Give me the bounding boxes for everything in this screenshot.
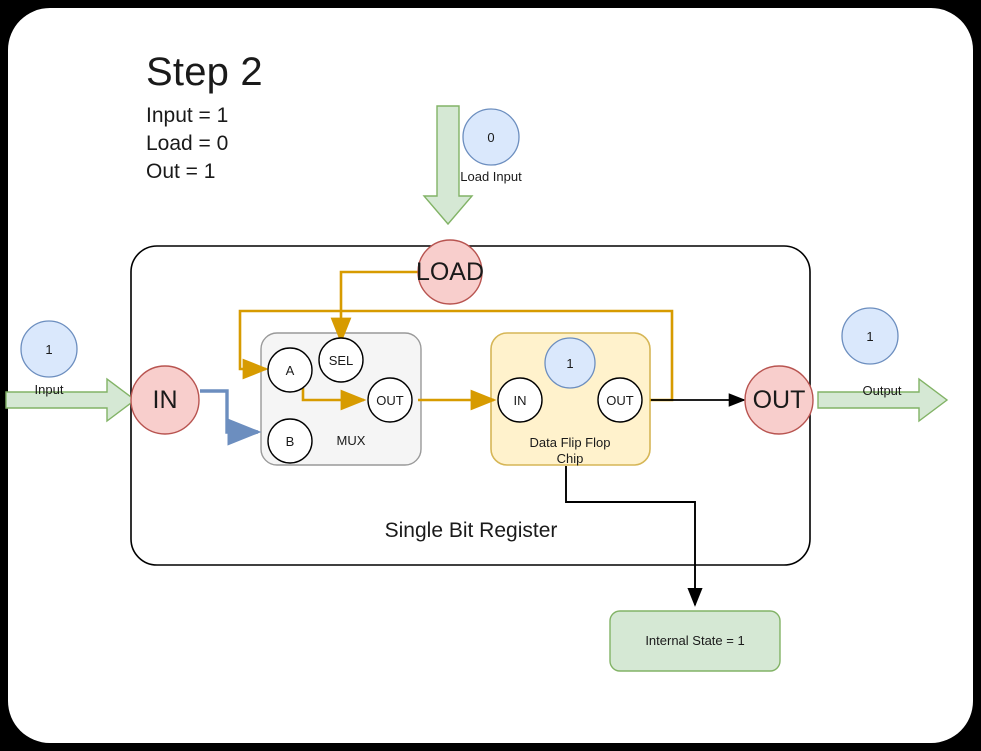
- dff-port-in-label: IN: [513, 392, 527, 408]
- register-out-label: OUT: [752, 385, 806, 414]
- dff-label-line1: Data Flip Flop: [529, 434, 611, 450]
- single-bit-register-label: Single Bit Register: [384, 519, 558, 542]
- page-title: Step 2: [146, 50, 263, 94]
- input-label: Input: [34, 381, 64, 397]
- load-node-label: LOAD: [415, 257, 485, 286]
- input-value-text: 1: [45, 341, 53, 357]
- mux-port-a-label: A: [285, 362, 295, 378]
- output-value-text: 1: [866, 328, 874, 344]
- dff-state-value: 1: [566, 355, 574, 371]
- output-label: Output: [862, 382, 902, 398]
- state-line-input: Input = 1: [146, 104, 229, 127]
- mux-label: MUX: [336, 432, 366, 448]
- load-input-label: Load Input: [460, 168, 522, 184]
- mux-port-b-label: B: [285, 433, 295, 449]
- state-line-load: Load = 0: [146, 132, 229, 155]
- mux-port-out-label: OUT: [376, 392, 404, 408]
- internal-state-text: Internal State = 1: [645, 632, 745, 648]
- state-line-out: Out = 1: [146, 160, 216, 183]
- load-input-value-text: 0: [487, 129, 495, 145]
- dff-label-line2: Chip: [556, 450, 584, 466]
- register-in-label: IN: [152, 385, 178, 414]
- dff-port-out-label: OUT: [606, 392, 634, 408]
- mux-port-sel-label: SEL: [328, 352, 354, 368]
